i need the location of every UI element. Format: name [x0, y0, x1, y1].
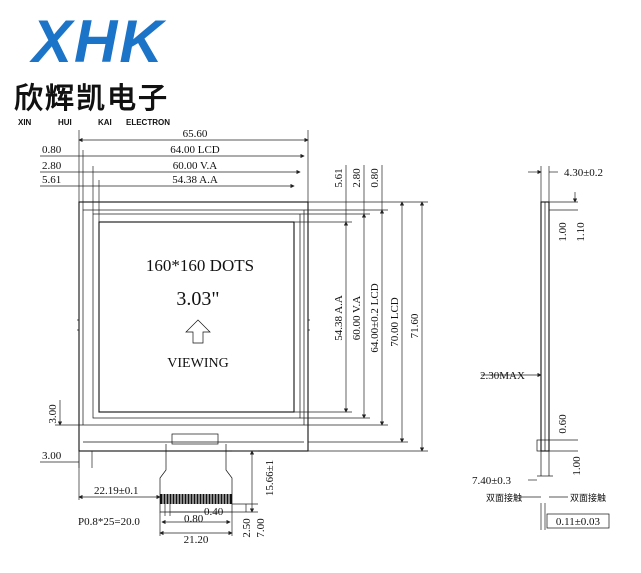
- viewing-area-outline: [92, 213, 301, 419]
- dim-fpc-length: 15.66±1: [264, 460, 276, 496]
- dim-contact-length: 7.00: [255, 518, 267, 538]
- dim-lcd-width: 64.00 LCD: [170, 144, 220, 156]
- right-dimensions: 54.38 A.A 60.00 V.A 64.00±0.2 LCD 70.00 …: [294, 165, 428, 452]
- dim-side-thin: 0.11±0.03: [556, 516, 601, 528]
- module-outline: [78, 201, 309, 452]
- active-area-outline: [98, 221, 295, 413]
- dim-side-fpc-offset: 7.40±0.3: [472, 475, 512, 487]
- label-double-sided-left: 双面接触: [486, 492, 522, 504]
- dim-pad-width: 0.40: [204, 506, 224, 518]
- dim-lcd-height: 64.00±0.2 LCD: [369, 283, 381, 352]
- dim-pad-spacing: 0.80: [184, 513, 204, 525]
- dim-side-110: 1.10: [575, 222, 587, 242]
- logo-pinyin-hui: HUI: [58, 118, 72, 127]
- side-bottom-step: [536, 439, 550, 452]
- dim-left-300-horizontal: 3.00: [42, 450, 62, 462]
- tolerance-box: [546, 513, 610, 529]
- dim-total-width: 65.60: [183, 128, 208, 140]
- logo-pinyin-xin: XIN: [18, 118, 32, 127]
- left-dimensions: 3.00 3.00: [40, 400, 93, 468]
- company-logo: XHK 欣辉凯电子 XIN HUI KAI ELECTRON: [14, 8, 174, 128]
- dim-left-300-vertical: 3.00: [47, 404, 59, 424]
- viewing-label: VIEWING: [167, 356, 228, 371]
- dim-va-width: 60.00 V.A: [173, 160, 218, 172]
- dim-side-max-thickness: 2.30MAX: [480, 370, 525, 382]
- lcd-glass-outline: [82, 209, 305, 426]
- dim-side-100-bottom: 1.00: [571, 456, 583, 476]
- resolution-label: 160*160 DOTS: [146, 256, 254, 275]
- top-dimensions: 65.60 64.00 LCD 0.80 60.00 V.A 2.80 54.3…: [40, 128, 309, 222]
- side-view: 4.30±0.2 1.00 1.10 2.30MAX 0.60 1.00 7.4…: [472, 166, 610, 530]
- front-view: 160*160 DOTS 3.03" VIEWING: [77, 201, 310, 452]
- dim-side-060: 0.60: [557, 414, 569, 434]
- fpc-dimensions: 22.19±0.1 15.66±1 0.40 P0.8*25=20.0 0.80…: [78, 450, 276, 546]
- logo-chinese-name: 欣辉凯电子: [14, 81, 170, 115]
- dim-pad-pitch: P0.8*25=20.0: [78, 516, 140, 528]
- dim-left-280: 2.80: [42, 160, 62, 172]
- label-double-sided-right: 双面接触: [570, 492, 606, 504]
- dim-fpc-offset: 22.19±0.1: [94, 485, 139, 497]
- dim-right-080: 0.80: [369, 168, 381, 188]
- dim-right-280: 2.80: [351, 168, 363, 188]
- logo-pinyin-electron: ELECTRON: [126, 118, 170, 127]
- dim-stiffener: 2.50: [241, 518, 253, 538]
- logo-mark: XHK: [32, 8, 165, 75]
- logo-pinyin-kai: KAI: [98, 118, 112, 127]
- dim-total-height: 71.60: [409, 313, 421, 338]
- dim-lcd-total-height: 70.00 LCD: [389, 297, 401, 347]
- dim-aa-height: 54.38 A.A: [333, 295, 345, 341]
- dim-side-100-top: 1.00: [557, 222, 569, 242]
- diagonal-size-label: 3.03": [176, 288, 219, 310]
- dim-va-height: 60.00 V.A: [351, 296, 363, 341]
- fpc-bond-area: [171, 433, 219, 445]
- viewing-direction-arrow-icon: [185, 319, 211, 344]
- dim-side-thickness: 4.30±0.2: [564, 167, 603, 179]
- dim-aa-width: 54.38 A.A: [172, 174, 218, 186]
- dim-right-561: 5.61: [333, 168, 345, 187]
- dim-fpc-width: 21.20: [184, 534, 209, 546]
- fpc-tail: [159, 433, 233, 513]
- dim-left-080: 0.80: [42, 144, 62, 156]
- dim-left-561: 5.61: [42, 174, 61, 186]
